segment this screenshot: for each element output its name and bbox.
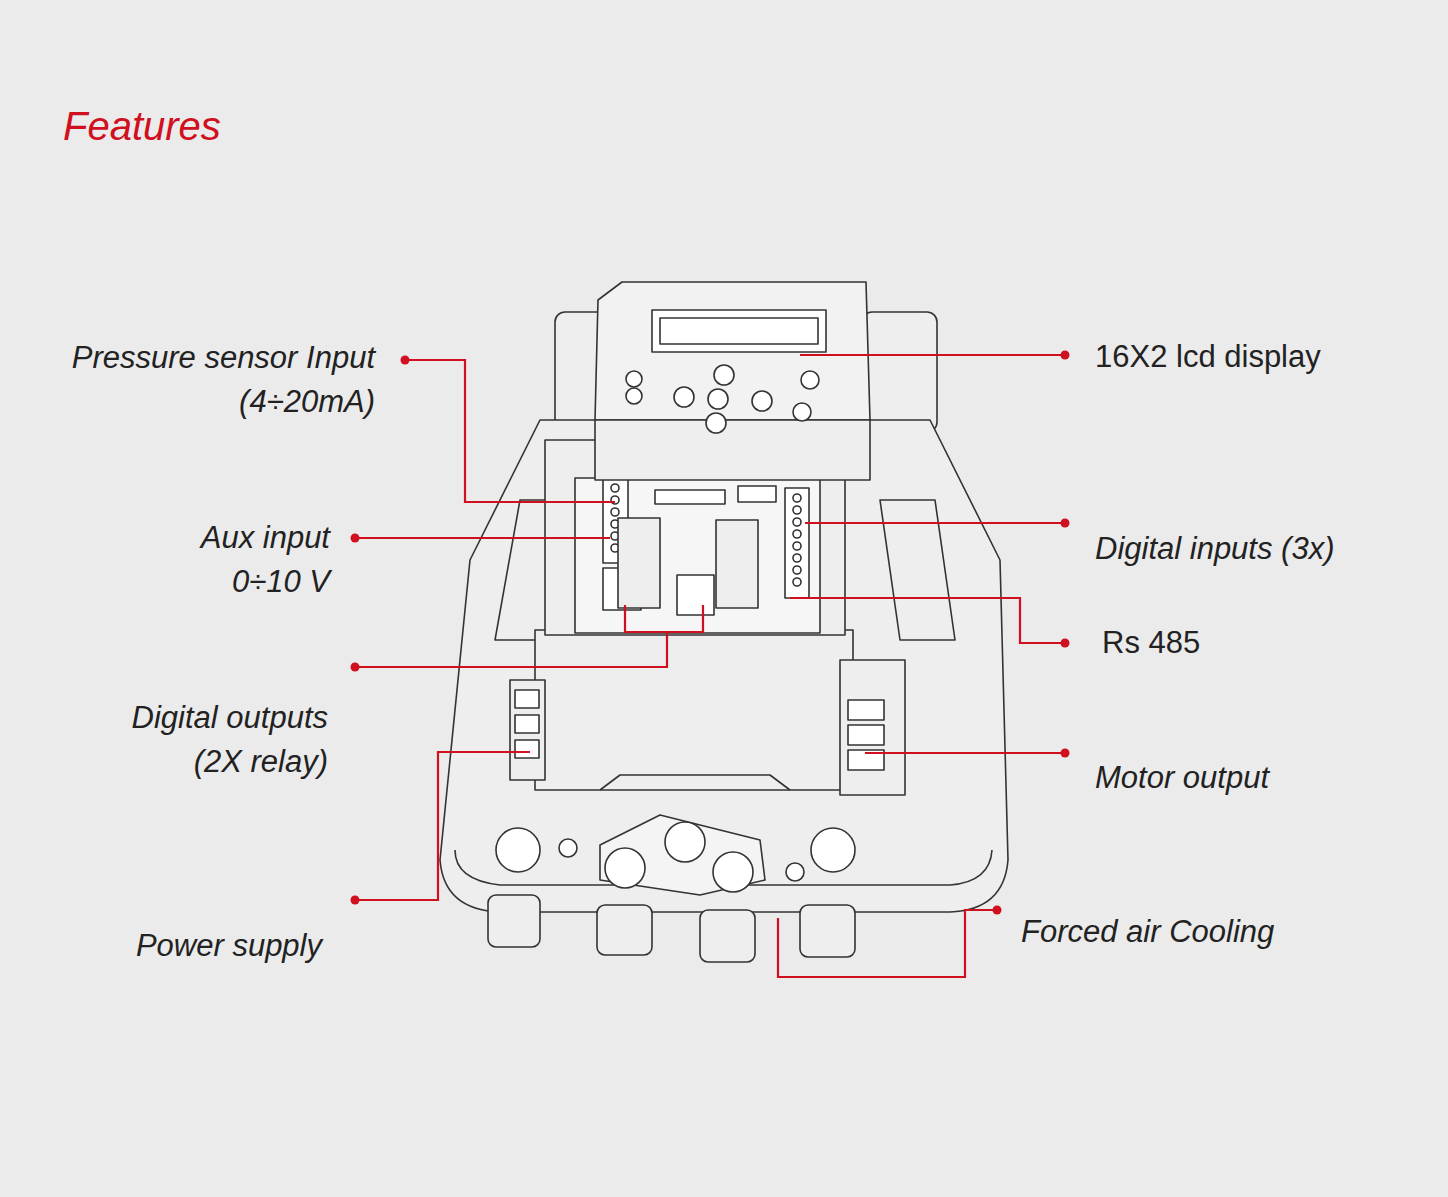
display-housing <box>595 282 870 420</box>
callout-label: Digital outputs (2X relay) <box>78 696 328 784</box>
gland-plate <box>600 815 765 895</box>
leader-lines <box>355 355 1065 977</box>
gland <box>665 822 705 862</box>
motor-terminal <box>840 660 905 795</box>
callout-label: Motor output <box>1095 756 1395 800</box>
connector <box>738 486 776 502</box>
handle <box>862 312 937 432</box>
box-edge <box>600 775 790 790</box>
keypad <box>626 365 819 433</box>
callout-label: Digital inputs (3x) <box>1095 527 1435 571</box>
title: Features <box>63 104 221 149</box>
lower-box <box>535 630 853 790</box>
leader-line <box>405 360 615 502</box>
leader-line <box>800 354 1065 356</box>
relay <box>618 518 660 608</box>
gland <box>713 852 753 892</box>
callout-label: Rs 485 <box>1102 621 1302 665</box>
lcd <box>652 310 826 352</box>
terminal-screws <box>793 494 801 586</box>
callout-label: Power supply <box>60 924 322 968</box>
cable-gland <box>800 905 855 957</box>
leader-line <box>778 910 997 977</box>
callout-label: 16X2 lcd display <box>1095 335 1425 379</box>
display-housing-front <box>595 420 870 480</box>
power-terminal <box>510 680 545 780</box>
cable-gland <box>488 895 540 947</box>
dip-switch <box>655 490 725 504</box>
ground-screw <box>559 839 577 857</box>
hole <box>811 828 855 872</box>
hole <box>496 828 540 872</box>
terminal-screws <box>515 690 884 770</box>
leader-line <box>790 598 1065 643</box>
leader-line <box>355 752 530 900</box>
inverter-drawing <box>440 282 1008 962</box>
relay-terminal <box>677 575 714 615</box>
lcd-window <box>660 318 818 344</box>
cable-gland <box>597 905 652 955</box>
callout-label: Aux input 0÷10 V <box>150 516 330 604</box>
leader-line <box>355 537 610 539</box>
gland <box>605 848 645 888</box>
callout-label: Pressure sensor Input (4÷20mA) <box>15 336 375 424</box>
rail <box>880 500 955 640</box>
leader-line <box>865 752 1065 754</box>
terminal-block <box>785 488 809 598</box>
leader-dots <box>351 351 1070 915</box>
leader-bracket <box>625 605 703 632</box>
callout-label: Forced air Cooling <box>1021 910 1351 954</box>
leader-line <box>355 632 667 667</box>
cable-gland <box>700 910 755 962</box>
relay <box>716 520 758 608</box>
leader-line <box>805 522 1065 524</box>
ground-screw <box>786 863 804 881</box>
